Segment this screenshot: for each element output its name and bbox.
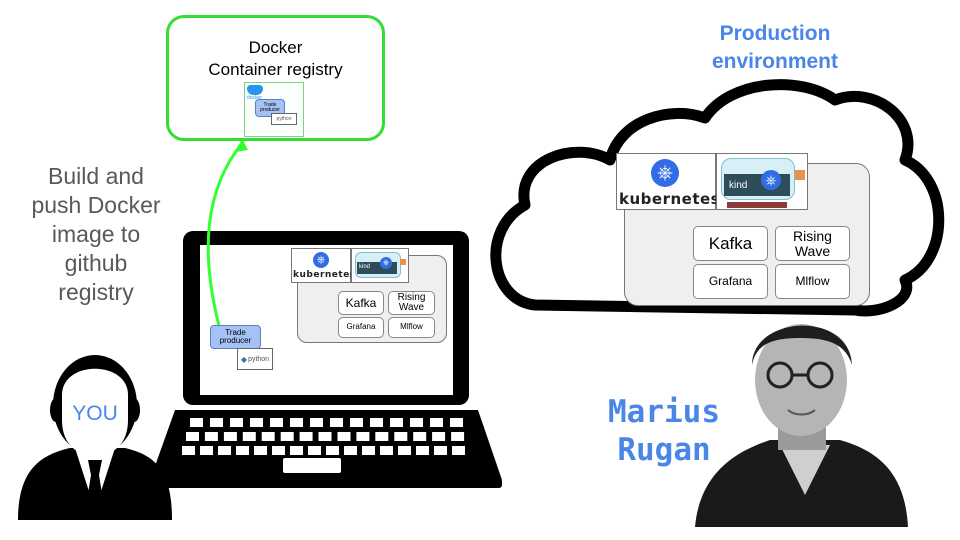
keyboard-key	[308, 446, 321, 455]
keyboard-key	[250, 418, 263, 427]
you-label: YOU	[72, 402, 118, 425]
registry-docker-label: docker	[247, 95, 263, 101]
push-arrow	[206, 142, 244, 327]
keyboard-key	[230, 418, 243, 427]
kubernetes-icon: ⎈	[380, 257, 392, 269]
build-text-line: github	[64, 250, 128, 276]
python-icon: ◆	[240, 354, 248, 364]
laptop-trade-producer: Trade producer	[210, 325, 261, 349]
build-push-text: Build and push Docker image to github re…	[12, 162, 180, 307]
keyboard-key	[218, 446, 231, 455]
registry-python-badge: python	[271, 113, 297, 125]
registry-image-card: docker Trade producer python	[244, 82, 304, 137]
keyboard-key	[326, 446, 339, 455]
keyboard-key	[370, 418, 383, 427]
docker-registry-box: Docker Container registry docker Trade p…	[166, 15, 385, 141]
keyboard-key	[344, 446, 357, 455]
keyboard-key	[394, 432, 408, 441]
keyboard-key	[190, 418, 203, 427]
keyboard-key	[390, 418, 403, 427]
keyboard-key	[210, 418, 223, 427]
keyboard-key	[318, 432, 332, 441]
keyboard-key	[380, 446, 393, 455]
keyboard-key	[451, 432, 465, 441]
keyboard-key	[280, 432, 294, 441]
keyboard-key	[261, 432, 275, 441]
keyboard-key	[330, 418, 343, 427]
keyboard-key	[452, 446, 465, 455]
keyboard-key	[270, 418, 283, 427]
keyboard-key	[430, 418, 443, 427]
kubernetes-icon: ⎈	[313, 252, 329, 268]
production-kafka-box: Kafka	[693, 226, 768, 261]
keyboard-key	[432, 432, 446, 441]
keyboard-key	[350, 418, 363, 427]
keyboard-key	[434, 446, 447, 455]
laptop-kind-logo: kind ⎈	[351, 248, 409, 283]
keyboard-key	[416, 446, 429, 455]
keyboard-key	[204, 432, 218, 441]
docker-whale-icon	[247, 85, 263, 95]
keyboard-key	[375, 432, 389, 441]
production-rising-wave-box: Rising Wave	[775, 226, 850, 261]
keyboard-key	[254, 446, 267, 455]
laptop-rising-wave-box: Rising Wave	[388, 291, 435, 315]
keyboard-key	[236, 446, 249, 455]
keyboard-key	[223, 432, 237, 441]
build-text-line: push Docker	[31, 192, 161, 218]
laptop-python-badge: ◆ python	[237, 348, 273, 370]
keyboard-key	[299, 432, 313, 441]
keyboard-key	[200, 446, 213, 455]
push-arrow-head	[236, 138, 248, 152]
registry-title-line1: Docker	[248, 38, 303, 57]
production-mlflow-box: Mlflow	[775, 264, 850, 299]
production-title: Production environment	[711, 22, 839, 73]
keyboard-key	[410, 418, 423, 427]
laptop-kind-label: kind	[359, 264, 371, 270]
build-text-line: image to	[51, 221, 141, 247]
keyboard-key	[290, 446, 303, 455]
kubernetes-icon: ⎈	[761, 170, 781, 190]
keyboard-key	[356, 432, 370, 441]
registry-trade-producer: Trade producer	[255, 99, 285, 117]
laptop-kubernetes-logo: ⎈ kubernetes	[291, 248, 355, 283]
keyboard-key	[398, 446, 411, 455]
laptop-grafana-box: Grafana	[338, 317, 384, 338]
keyboard-key	[310, 418, 323, 427]
keyboard-key	[182, 446, 195, 455]
kubernetes-icon: ⎈	[651, 159, 679, 187]
person-photo	[695, 324, 908, 527]
keyboard-key	[290, 418, 303, 427]
registry-title-line2: Container registry	[208, 60, 343, 79]
keyboard-key	[413, 432, 427, 441]
laptop-mlflow-box: Mlflow	[388, 317, 435, 338]
keyboard-key	[450, 418, 463, 427]
keyboard-key	[242, 432, 256, 441]
laptop-kafka-box: Kafka	[338, 291, 384, 315]
presenter-name: Marius Rugan	[608, 394, 720, 468]
keyboard-key	[272, 446, 285, 455]
production-kind-label: kind	[729, 180, 748, 191]
production-kind-logo: kind ⎈	[716, 153, 808, 210]
production-grafana-box: Grafana	[693, 264, 768, 299]
build-text-line: registry	[58, 279, 134, 305]
keyboard-key	[337, 432, 351, 441]
user-avatar	[18, 355, 172, 520]
keyboard-key	[186, 432, 199, 441]
production-kubernetes-label: kubernetes	[619, 190, 721, 208]
laptop-kubernetes-label: kubernetes	[293, 270, 356, 280]
keyboard-key	[362, 446, 375, 455]
production-kubernetes-logo: ⎈ kubernetes	[616, 153, 720, 210]
build-text-line: Build and	[48, 163, 144, 189]
